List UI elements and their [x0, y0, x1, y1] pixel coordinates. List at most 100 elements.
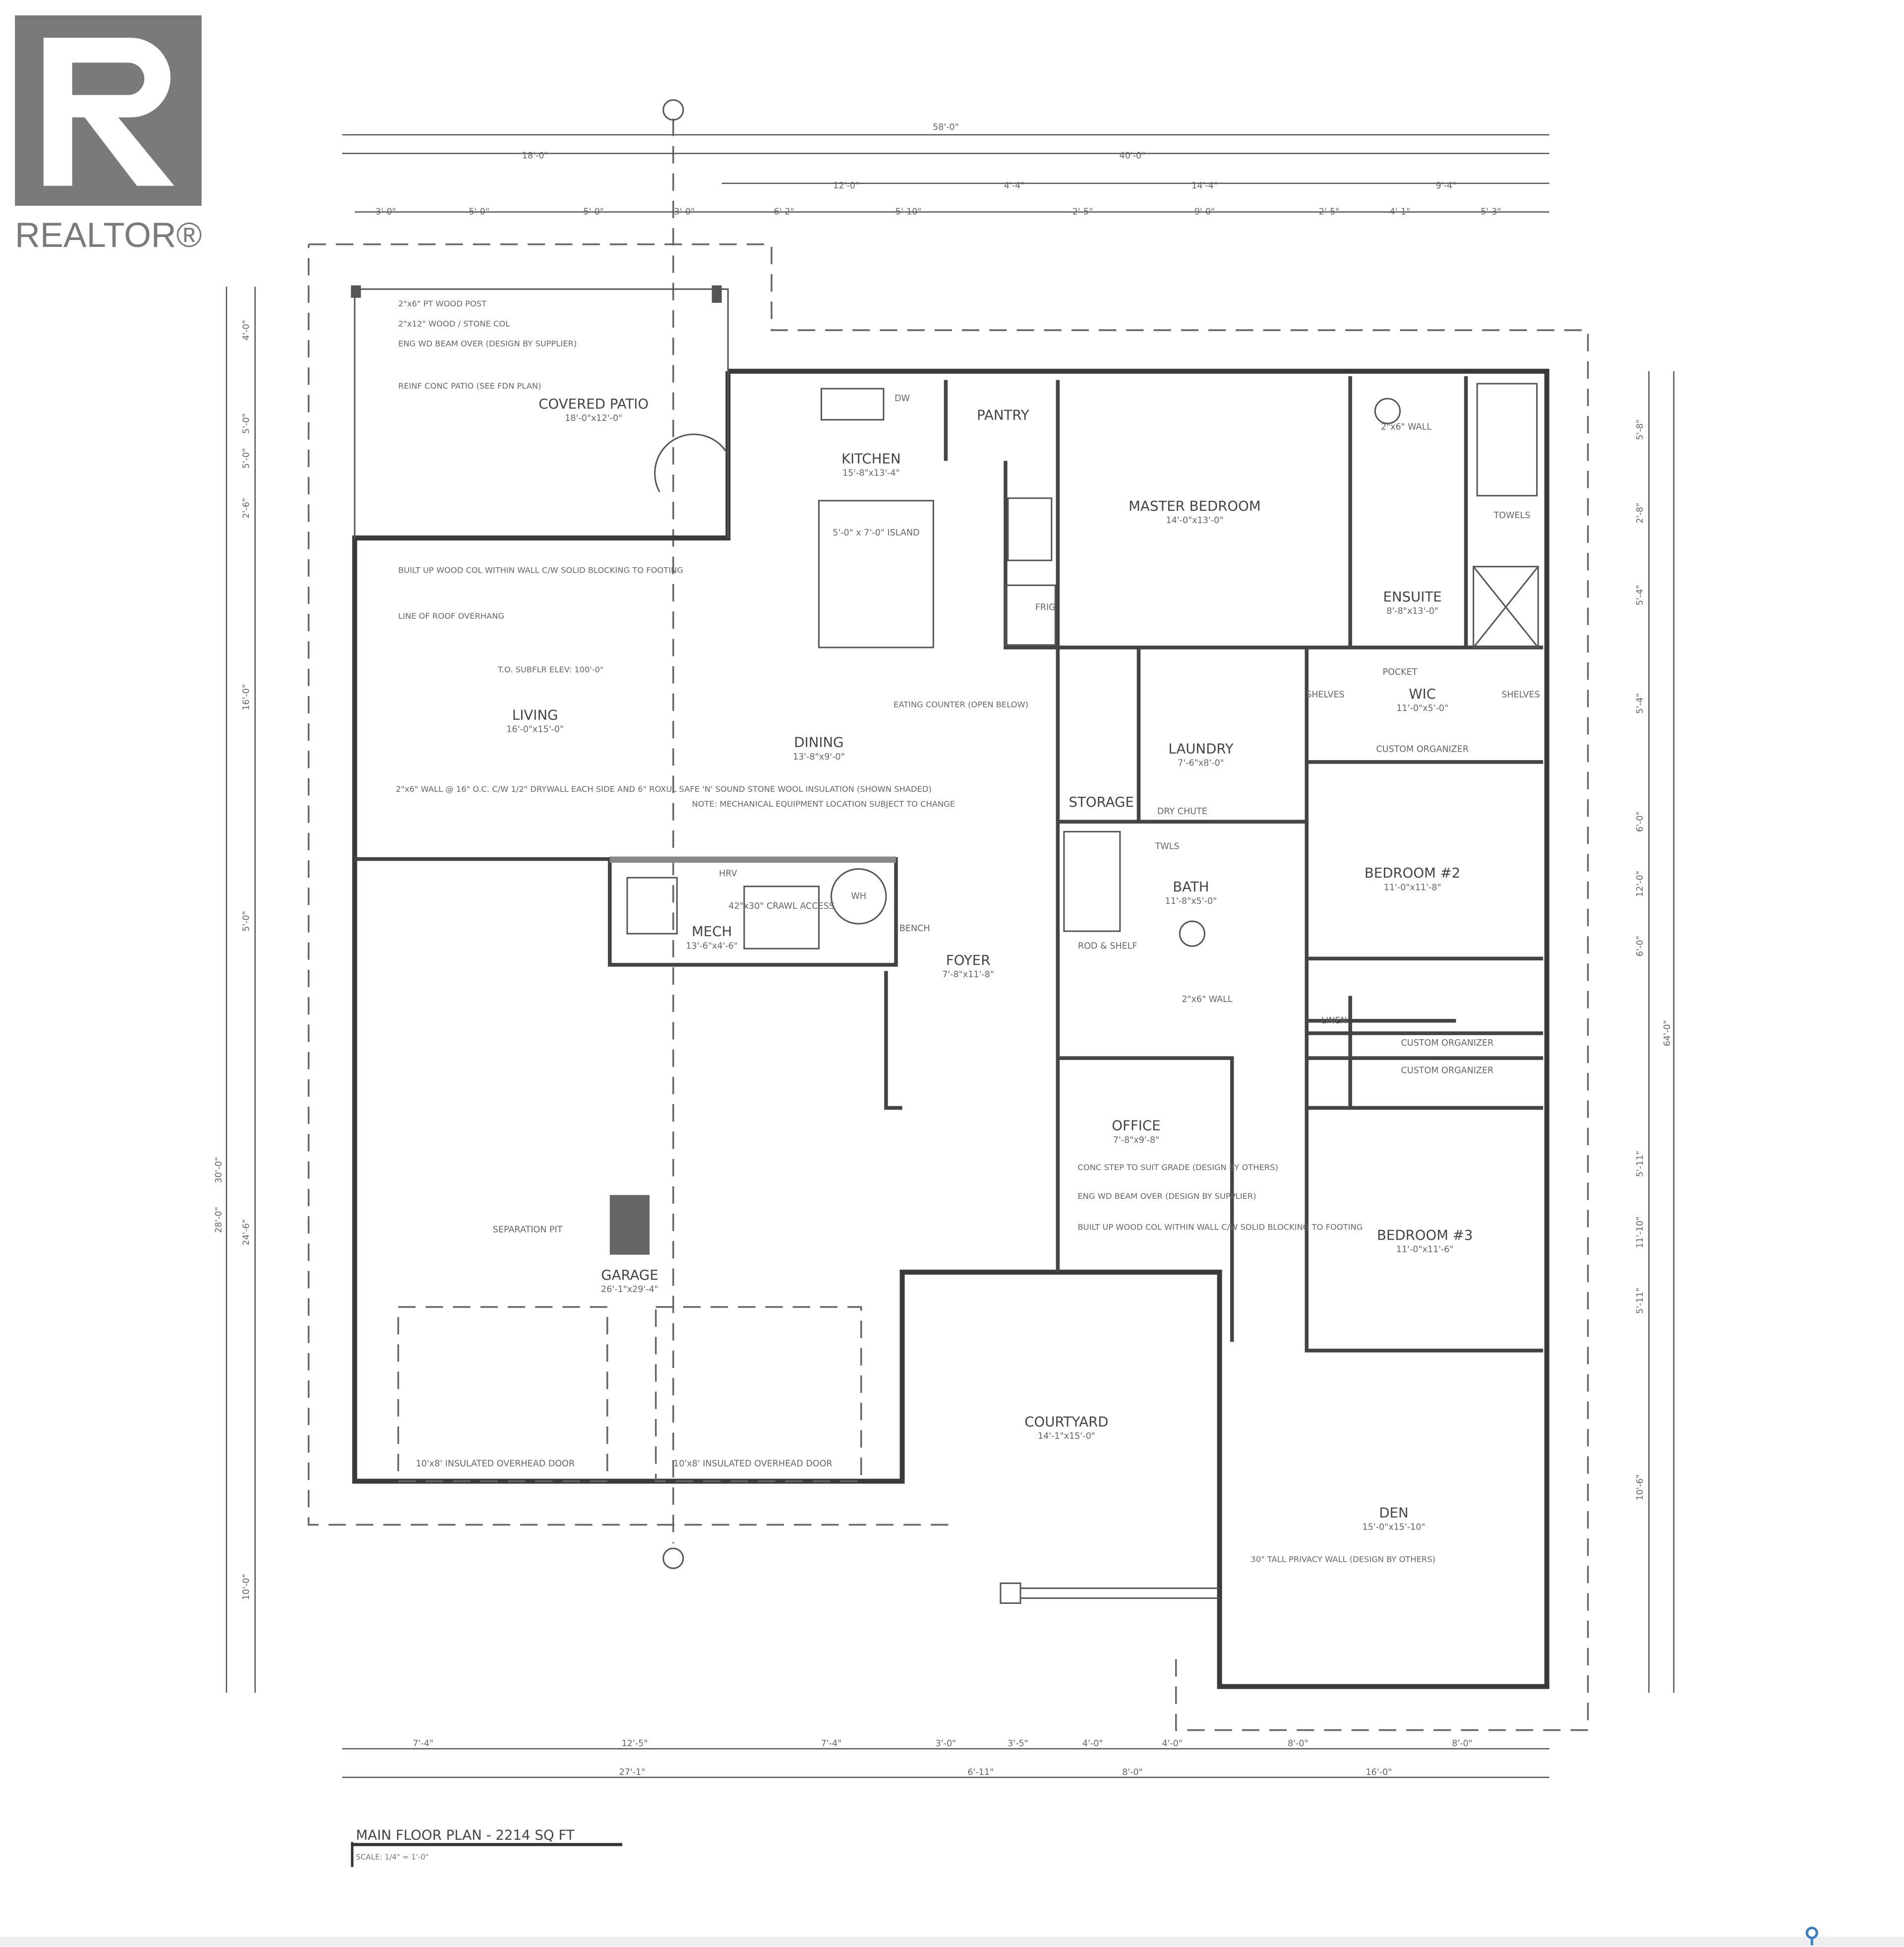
- interior-walls: [355, 376, 1544, 1353]
- fixture-label: 2"x6" WALL: [1381, 422, 1432, 432]
- room-size: 16'-0"x15'-0": [506, 725, 564, 735]
- dimension-label: 14'-4": [1191, 181, 1218, 191]
- separation-pit: [609, 1195, 650, 1255]
- dimension-label: 12'-0": [833, 181, 859, 191]
- annotation-note: 2"x12" WOOD / STONE COL: [398, 319, 510, 328]
- dimension-label: 9'-0": [1194, 207, 1215, 217]
- dimension-label: 3'-5": [1008, 1739, 1028, 1749]
- room-label: MECH: [692, 923, 732, 940]
- dimension-label: 4'-0": [1162, 1739, 1183, 1749]
- dimension-label: 5'-0": [469, 207, 489, 217]
- location-pin-icon[interactable]: [1805, 1927, 1818, 1946]
- dimension-label: 8'-0": [1122, 1768, 1143, 1777]
- annotation-note: 30" TALL PRIVACY WALL (DESIGN BY OTHERS): [1250, 1555, 1435, 1564]
- dimension-label: 2'-5": [1319, 207, 1340, 217]
- dimension-label: 7'-4": [821, 1739, 842, 1749]
- dimension-label: 16'-0": [241, 684, 251, 710]
- fixture-label: CUSTOM ORGANIZER: [1401, 1038, 1494, 1048]
- fixture-label: POCKET: [1383, 667, 1418, 677]
- room-size: 15'-0"x15'-10": [1362, 1522, 1425, 1532]
- room-size: 11'-0"x5'-0": [1396, 704, 1448, 713]
- fixture-label: SHELVES: [1501, 690, 1540, 700]
- room-size: 14'-1"x15'-0": [1038, 1431, 1095, 1441]
- room-label: BATH: [1173, 879, 1209, 895]
- room-label: DEN: [1379, 1504, 1408, 1521]
- dimension-label: 2'-5": [1072, 207, 1093, 217]
- exterior-walls: [351, 285, 1549, 1689]
- fixture-label: ROD & SHELF: [1078, 941, 1137, 951]
- dimension-label: 3'-0": [936, 1739, 956, 1749]
- room-size: 8'-8"x13'-0": [1386, 606, 1438, 616]
- dimension-label: 24'-6": [241, 1219, 251, 1245]
- room-label: LIVING: [512, 707, 558, 723]
- room-size: 18'-0"x12'-0": [565, 413, 622, 423]
- dimension-label: 5'-0": [241, 911, 251, 932]
- dimension-label: 6'-0": [1635, 936, 1645, 957]
- room-size: 7'-8"x9'-8": [1113, 1135, 1160, 1145]
- grid-lines: [662, 99, 684, 1569]
- dimension-label: 12'-5": [622, 1739, 648, 1749]
- room-label: FOYER: [946, 952, 991, 968]
- fixture-label: 10'x8' INSULATED OVERHEAD DOOR: [416, 1459, 575, 1469]
- title-block: MAIN FLOOR PLAN - 2214 SQ FT SCALE: 1/4"…: [351, 1827, 622, 1867]
- annotation-note: LINE OF ROOF OVERHANG: [398, 611, 504, 621]
- dimension-label: 64'-0": [1663, 1020, 1672, 1047]
- fixtures: [397, 311, 1539, 1604]
- plan-title: MAIN FLOOR PLAN - 2214 SQ FT: [356, 1827, 575, 1843]
- dimension-label: 40'-0": [1120, 151, 1146, 161]
- dimension-label: 5'-10": [895, 207, 922, 217]
- room-label: GARAGE: [601, 1267, 658, 1283]
- dimension-label: 9'-4": [1436, 181, 1457, 191]
- room-label: STORAGE: [1069, 794, 1133, 810]
- dimension-label: 5'-0": [241, 413, 251, 434]
- fixture-label: TWLS: [1155, 842, 1180, 852]
- fixture-label: TOWELS: [1493, 511, 1530, 521]
- dimension-label: 11'-10": [1635, 1217, 1645, 1248]
- room-size: 7'-6"x8'-0": [1178, 758, 1224, 768]
- fixture-label: 2"x6" WALL: [1182, 995, 1233, 1004]
- dimension-lines: [226, 134, 1674, 1778]
- annotation-note: 2"x6" PT WOOD POST: [398, 299, 486, 308]
- fixture-label: 10'x8' INSULATED OVERHEAD DOOR: [673, 1459, 833, 1469]
- room-label: KITCHEN: [841, 450, 901, 467]
- dimension-label: 5'-11": [1635, 1151, 1645, 1177]
- fixture-label: HRV: [719, 869, 737, 879]
- dimension-label: 10'-0": [241, 1574, 251, 1600]
- dimension-label: 4'-0": [241, 320, 251, 341]
- fixture-label: SHELVES: [1306, 690, 1345, 700]
- dimension-label: 3'-0": [674, 207, 695, 217]
- room-size: 14'-0"x13'-0": [1166, 516, 1223, 526]
- room-size: 13'-8"x9'-0": [793, 752, 845, 762]
- annotation-note: ENG WD BEAM OVER (DESIGN BY SUPPLIER): [398, 339, 577, 349]
- annotation-note: T.O. SUBFLR ELEV: 100'-0": [497, 665, 604, 674]
- fixture-label: 42"x30" CRAWL ACCESS: [728, 901, 834, 911]
- dimension-label: 8'-0": [1288, 1739, 1309, 1749]
- dimension-label: 5'-8": [1635, 419, 1645, 440]
- room-size: 11'-8"x5'-0": [1165, 896, 1217, 906]
- dimension-label: 5'-0": [241, 448, 251, 469]
- dimension-label: 6'-2": [774, 207, 794, 217]
- dimension-label: 27'-1": [619, 1768, 646, 1777]
- dimension-label: 28'-0": [214, 1207, 224, 1233]
- dimension-label: 18'-0": [522, 151, 548, 161]
- svg-text:REALTOR®: REALTOR®: [15, 215, 202, 254]
- fixture-label: 5'-0" x 7'-0" ISLAND: [833, 528, 919, 538]
- dimension-label: 5'-3": [1481, 207, 1501, 217]
- room-size: 15'-8"x13'-4": [842, 469, 900, 478]
- room-label: COVERED PATIO: [538, 396, 649, 412]
- roof-overhang-line: [307, 243, 1589, 1731]
- fixture-label: LINEN: [1321, 1016, 1347, 1026]
- fixture-label: WH: [851, 891, 866, 901]
- dimension-label: 10'-6": [1635, 1475, 1645, 1501]
- dimension-label: 5'-11": [1635, 1288, 1645, 1314]
- room-size: 26'-1"x29'-4": [601, 1285, 658, 1295]
- dimension-label: 5'-4": [1635, 693, 1645, 714]
- fixture-label: CUSTOM ORGANIZER: [1376, 745, 1469, 755]
- dimension-label: 3'-0": [375, 207, 396, 217]
- dimension-label: 2'-8": [1635, 503, 1645, 524]
- dimension-label: 5'-0": [583, 207, 604, 217]
- annotation-note: CONC STEP TO SUIT GRADE (DESIGN BY OTHER…: [1077, 1163, 1278, 1172]
- dimension-label: 5'-4": [1635, 585, 1645, 606]
- dimension-label: 6'-11": [967, 1768, 994, 1777]
